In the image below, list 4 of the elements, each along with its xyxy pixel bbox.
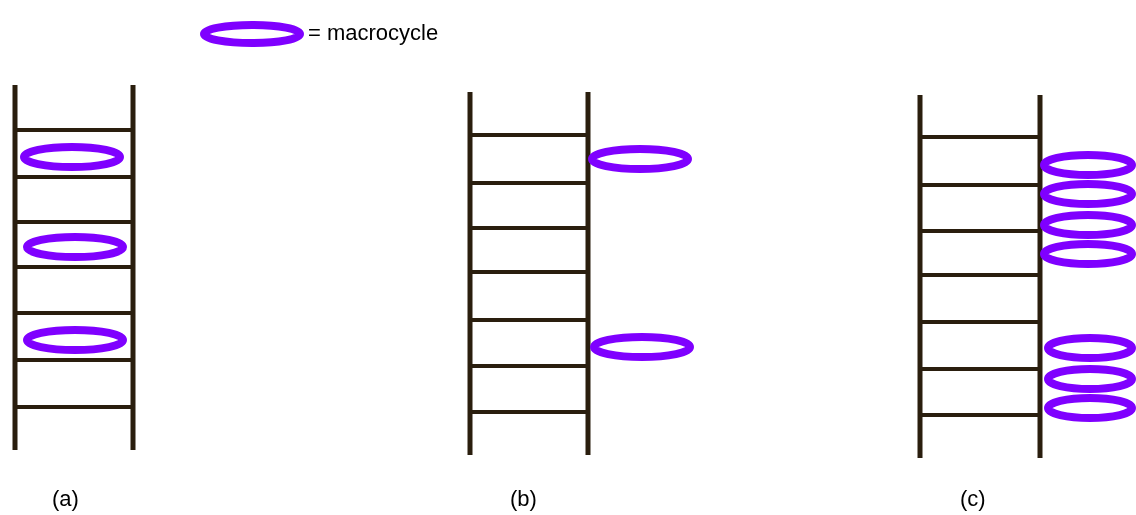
panel-label: (a) (52, 486, 79, 512)
panel-label: (b) (510, 486, 537, 512)
legend-text: = macrocycle (308, 20, 439, 46)
panel-label: (c) (960, 486, 986, 512)
